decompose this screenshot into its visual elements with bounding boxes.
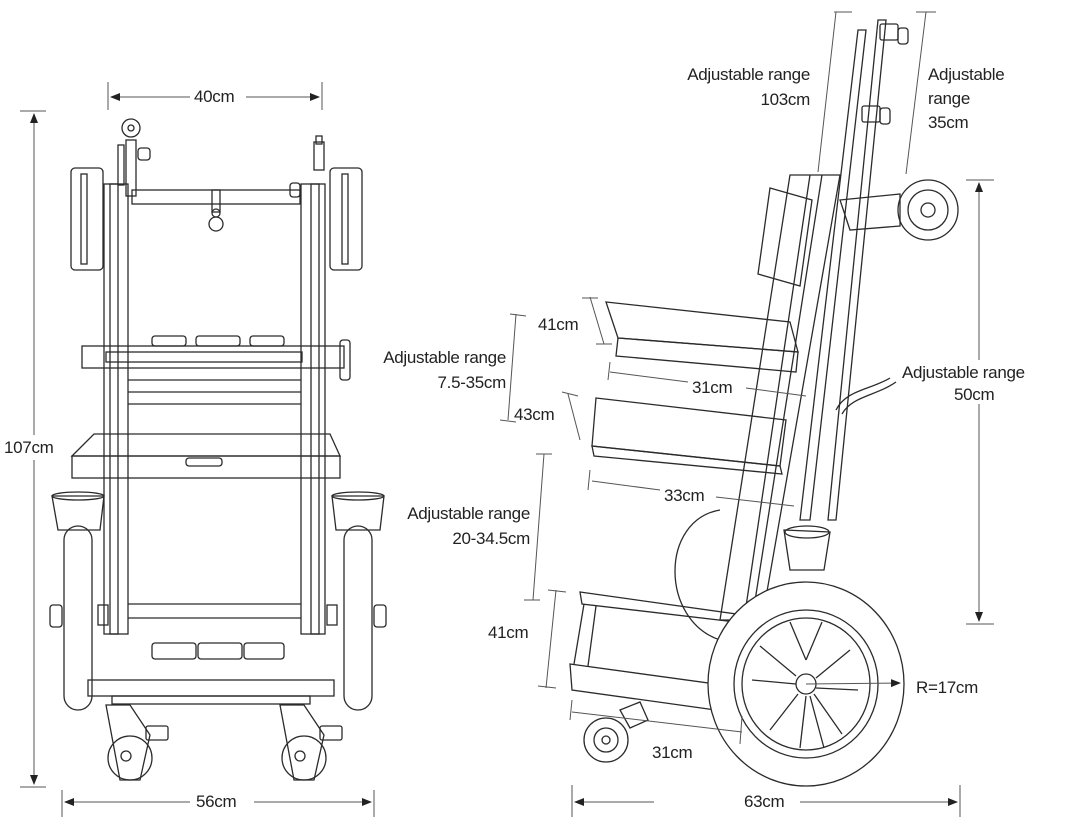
width-base-label: 56cm <box>194 791 239 813</box>
bottom-shelf-top <box>579 591 737 623</box>
pole-range-a-label: Adjustable range <box>687 65 810 84</box>
bottom-shelf-height-label: 41cm <box>488 623 529 642</box>
wheel-radius-label: R=17cm <box>916 678 978 697</box>
cup-holder <box>783 529 831 571</box>
middle-range-value: 20-34.5cm <box>452 529 530 548</box>
middle-tray <box>70 433 342 457</box>
handle <box>835 377 891 411</box>
front-dimensions <box>20 82 375 817</box>
base-depth-label: 63cm <box>742 791 787 813</box>
top-shelf-depth-label: 31cm <box>690 377 735 399</box>
front-view-cart <box>49 118 387 781</box>
height-total-label: 107cm <box>2 437 56 459</box>
shelf-range-label: Adjustable range <box>383 348 506 367</box>
hook <box>208 216 224 232</box>
middle-tray-depth-label: 33cm <box>662 485 707 507</box>
right-caster <box>279 704 343 781</box>
middle-tray-height-label: 43cm <box>514 405 555 424</box>
bottom-shelf <box>569 663 731 713</box>
tall-pole <box>799 29 867 521</box>
rear-wheel-back <box>674 509 721 641</box>
upper-shelf <box>81 345 345 369</box>
radius-arrow <box>805 679 901 688</box>
right-big-wheel <box>343 525 373 711</box>
bottom-shelf <box>87 679 335 697</box>
left-caster <box>105 704 169 781</box>
shelf-range-value: 7.5-35cm <box>437 373 507 392</box>
side-panel <box>757 187 813 287</box>
top-shelf-height-label: 41cm <box>538 315 579 334</box>
handle-range-label: Adjustable range <box>902 363 1025 382</box>
left-side-panel <box>70 167 104 271</box>
top-rod <box>131 189 301 205</box>
right-upright <box>300 183 326 635</box>
bottom-shelf-depth-label: 31cm <box>652 743 693 762</box>
pole-range-b-line2: range <box>928 89 970 108</box>
pole-range-b-value: 35cm <box>928 113 969 132</box>
right-side-panel <box>329 167 363 271</box>
top-wheel <box>897 179 959 241</box>
short-pole <box>827 19 887 521</box>
wheel-spokes <box>751 621 859 749</box>
width-top-label: 40cm <box>192 86 237 108</box>
right-cup-holder <box>331 495 385 531</box>
handle-range-value: 50cm <box>954 385 995 404</box>
main-column <box>719 174 841 621</box>
pole-range-b-line1: Adjustable <box>928 65 1005 84</box>
side-caster <box>583 701 649 763</box>
middle-range-label: Adjustable range <box>407 504 530 523</box>
left-cup-holder <box>51 495 105 531</box>
side-view-cart <box>569 19 959 787</box>
left-upright <box>103 183 129 635</box>
left-big-wheel <box>63 525 93 711</box>
side-dimensions <box>499 11 994 817</box>
pole-range-a-value: 103cm <box>760 90 810 109</box>
